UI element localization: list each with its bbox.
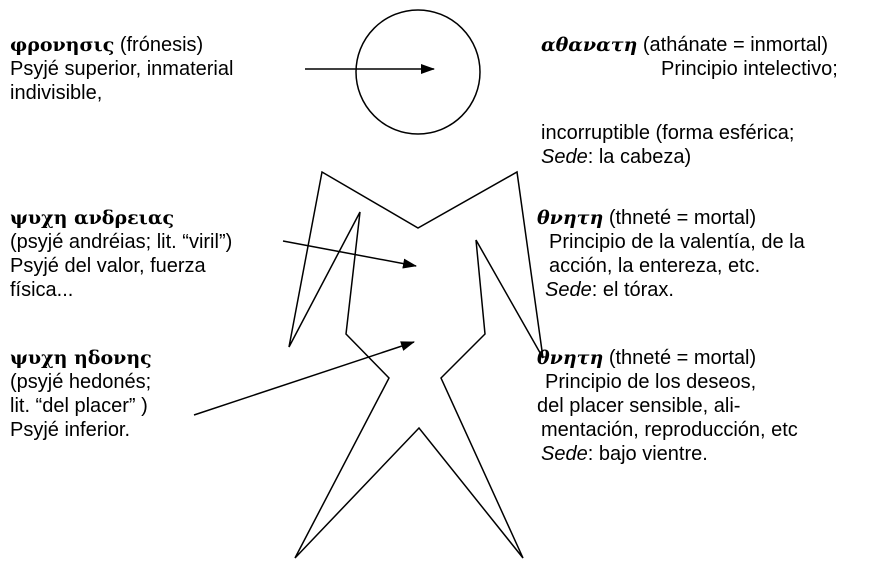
- andreias-line-3: física...: [10, 278, 232, 302]
- hedones-line-1: (psyjé hedonés;: [10, 370, 152, 394]
- head-sede-label: Sede: [541, 146, 588, 168]
- chest-sede-label: Sede: [545, 279, 592, 301]
- head-circle: [356, 10, 480, 134]
- chest-line-1: Principio de la valentía, de la: [537, 230, 805, 254]
- head-sede-value: : la cabeza): [588, 146, 691, 168]
- hedones-line-2: lit. “del placer” ): [10, 394, 152, 418]
- chest-gloss: (thneté = mortal): [603, 207, 756, 229]
- phronesis-line-1: Psyjé superior, inmaterial: [10, 57, 233, 81]
- phronesis-line-2: indivisible,: [10, 81, 233, 105]
- head-gloss: (athánate = inmortal): [637, 34, 828, 56]
- chest-line-2: acción, la entereza, etc.: [537, 254, 805, 278]
- belly-gloss: (thneté = mortal): [603, 347, 756, 369]
- chest-sede-value: : el tórax.: [592, 279, 674, 301]
- belly-greek: θνητη: [537, 347, 603, 369]
- phronesis-greek: φρονησις: [10, 34, 114, 56]
- body-outline: [289, 172, 543, 558]
- andreias-greek: ψυχη ανδρειας: [10, 206, 232, 230]
- chest-desc-block: θνητη (thneté = mortal) Principio de la …: [537, 206, 805, 302]
- hedones-block: ψυχη ηδονης (psyjé hedonés; lit. “del pl…: [10, 346, 152, 442]
- head-desc-block: αθανατη (athánate = inmortal) Principio …: [541, 33, 838, 81]
- chest-greek: θνητη: [537, 207, 603, 229]
- andreias-line-2: Psyjé del valor, fuerza: [10, 254, 232, 278]
- belly-line-3: mentación, reproducción, etc: [537, 418, 798, 442]
- belly-line-1: Principio de los deseos,: [537, 370, 798, 394]
- head-greek: αθανατη: [541, 34, 637, 56]
- head-desc-block-2: incorruptible (forma esférica; Sede: la …: [541, 121, 794, 169]
- belly-sede-value: : bajo vientre.: [588, 443, 708, 465]
- belly-sede-label: Sede: [541, 443, 588, 465]
- andreias-line-1: (psyjé andréias; lit. “viril”): [10, 230, 232, 254]
- arrow-hedones: [194, 342, 414, 415]
- hedones-line-3: Psyjé inferior.: [10, 418, 152, 442]
- belly-line-2: del placer sensible, ali-: [537, 394, 798, 418]
- arrow-andreias: [283, 241, 416, 266]
- phronesis-translit: (frónesis): [114, 34, 203, 56]
- head-line-2: Principio intelectivo;: [541, 57, 838, 81]
- hedones-greek: ψυχη ηδονης: [10, 346, 152, 370]
- head-line-3: incorruptible (forma esférica;: [541, 121, 794, 145]
- belly-desc-block: θνητη (thneté = mortal) Principio de los…: [537, 346, 798, 466]
- andreias-block: ψυχη ανδρειας (psyjé andréias; lit. “vir…: [10, 206, 232, 302]
- phronesis-block: φρονησις (frónesis) Psyjé superior, inma…: [10, 33, 233, 105]
